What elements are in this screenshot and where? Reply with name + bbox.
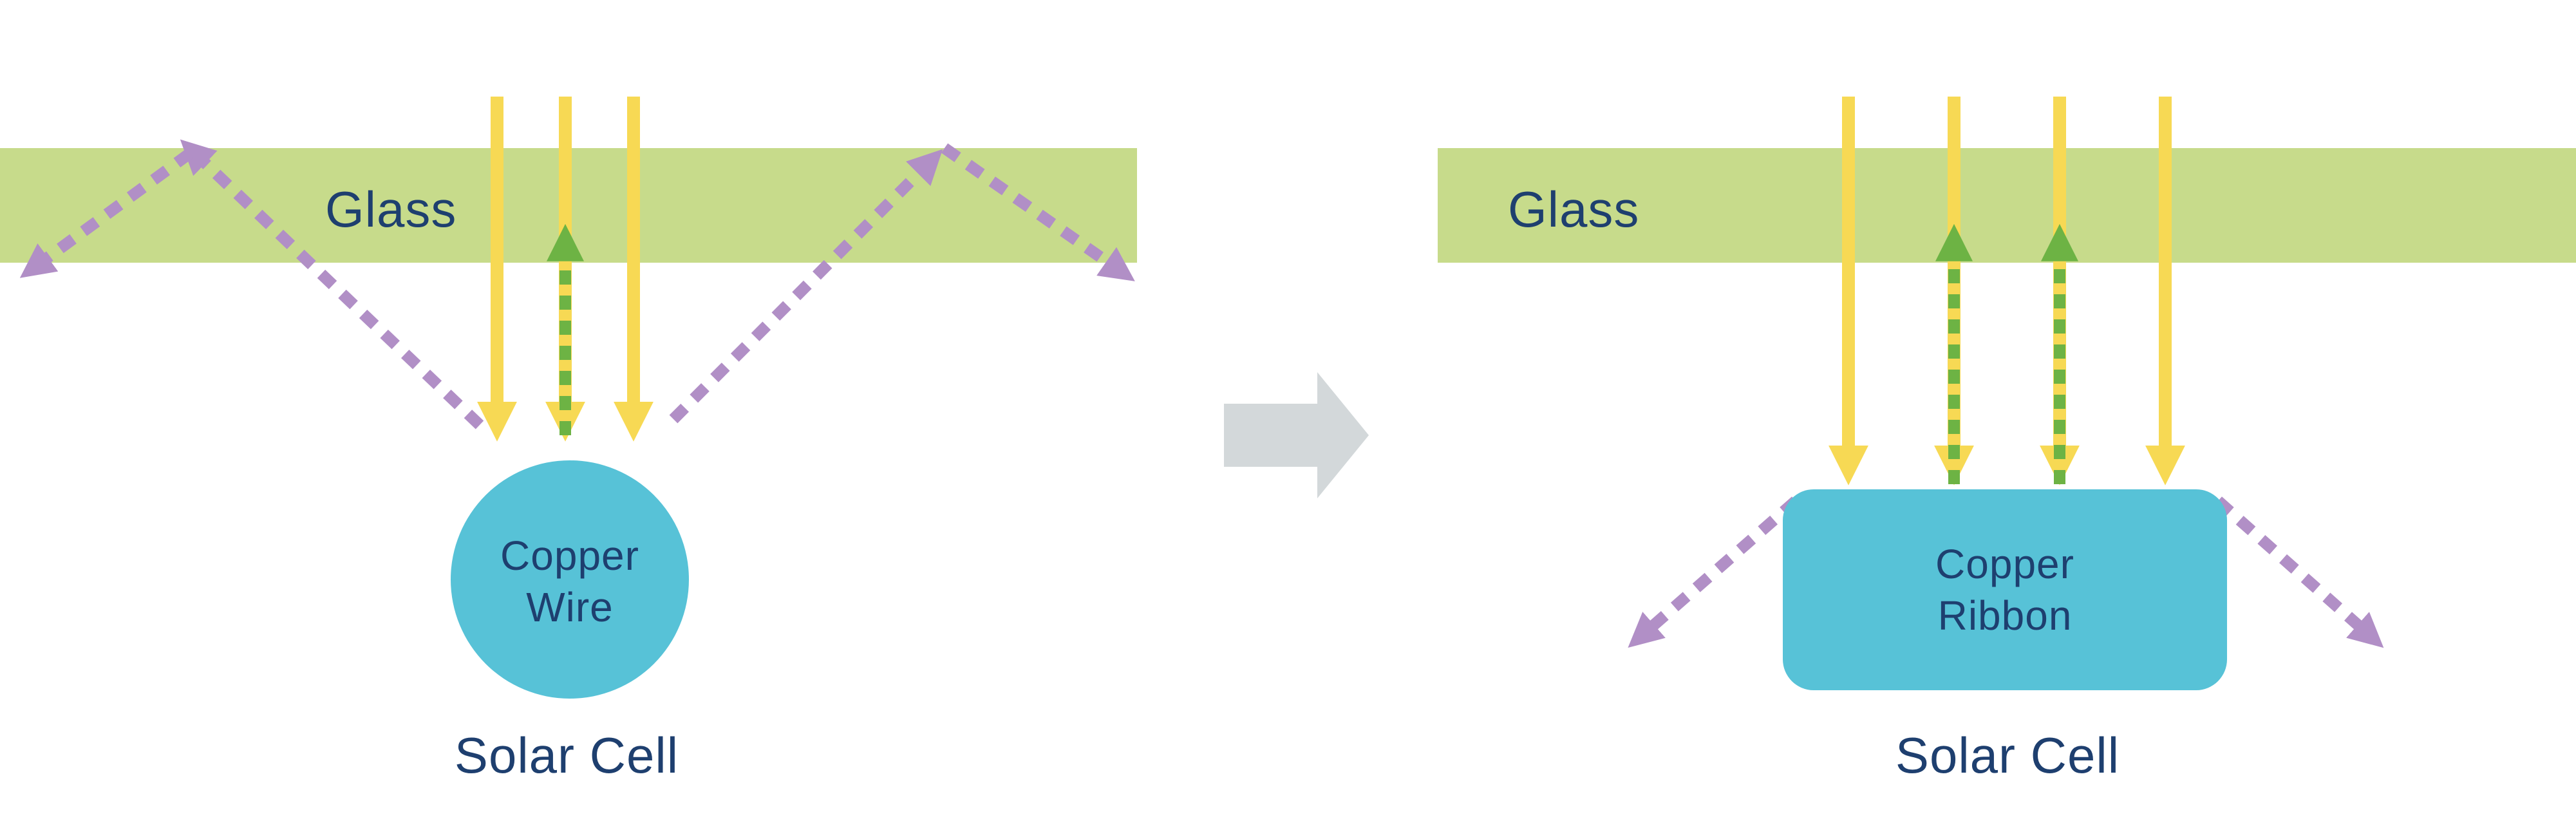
component-label-line1: Copper bbox=[500, 532, 639, 579]
glass-band-right bbox=[1438, 148, 2576, 263]
scattered-light-arrow bbox=[2214, 496, 2384, 648]
glass-label: Glass bbox=[1508, 181, 1639, 238]
scattered-light-arrow bbox=[1628, 496, 1800, 648]
left-diagram-copper-wire: Glass Copper Wire Solar Cell bbox=[0, 97, 1137, 784]
copper-ribbon-shape bbox=[1783, 489, 2227, 690]
component-label-line2: Wire bbox=[526, 584, 614, 630]
copper-wire-shape bbox=[451, 460, 689, 699]
component-label-line2: Ribbon bbox=[1938, 592, 2073, 639]
right-diagram-copper-ribbon: Glass Copper Ribbon Solar Cell bbox=[1438, 97, 2576, 784]
arrow-right-icon bbox=[1224, 372, 1369, 498]
solar-cell-caption: Solar Cell bbox=[455, 727, 679, 784]
scattered-light-arrow bbox=[669, 149, 943, 424]
scattered-light-arrow bbox=[180, 139, 484, 429]
scattered-light-arrow bbox=[941, 143, 1135, 281]
component-label-line1: Copper bbox=[1935, 541, 2074, 587]
glass-label: Glass bbox=[325, 181, 456, 238]
solar-cell-caption: Solar Cell bbox=[1895, 727, 2120, 784]
scattered-light-arrow bbox=[19, 148, 194, 278]
